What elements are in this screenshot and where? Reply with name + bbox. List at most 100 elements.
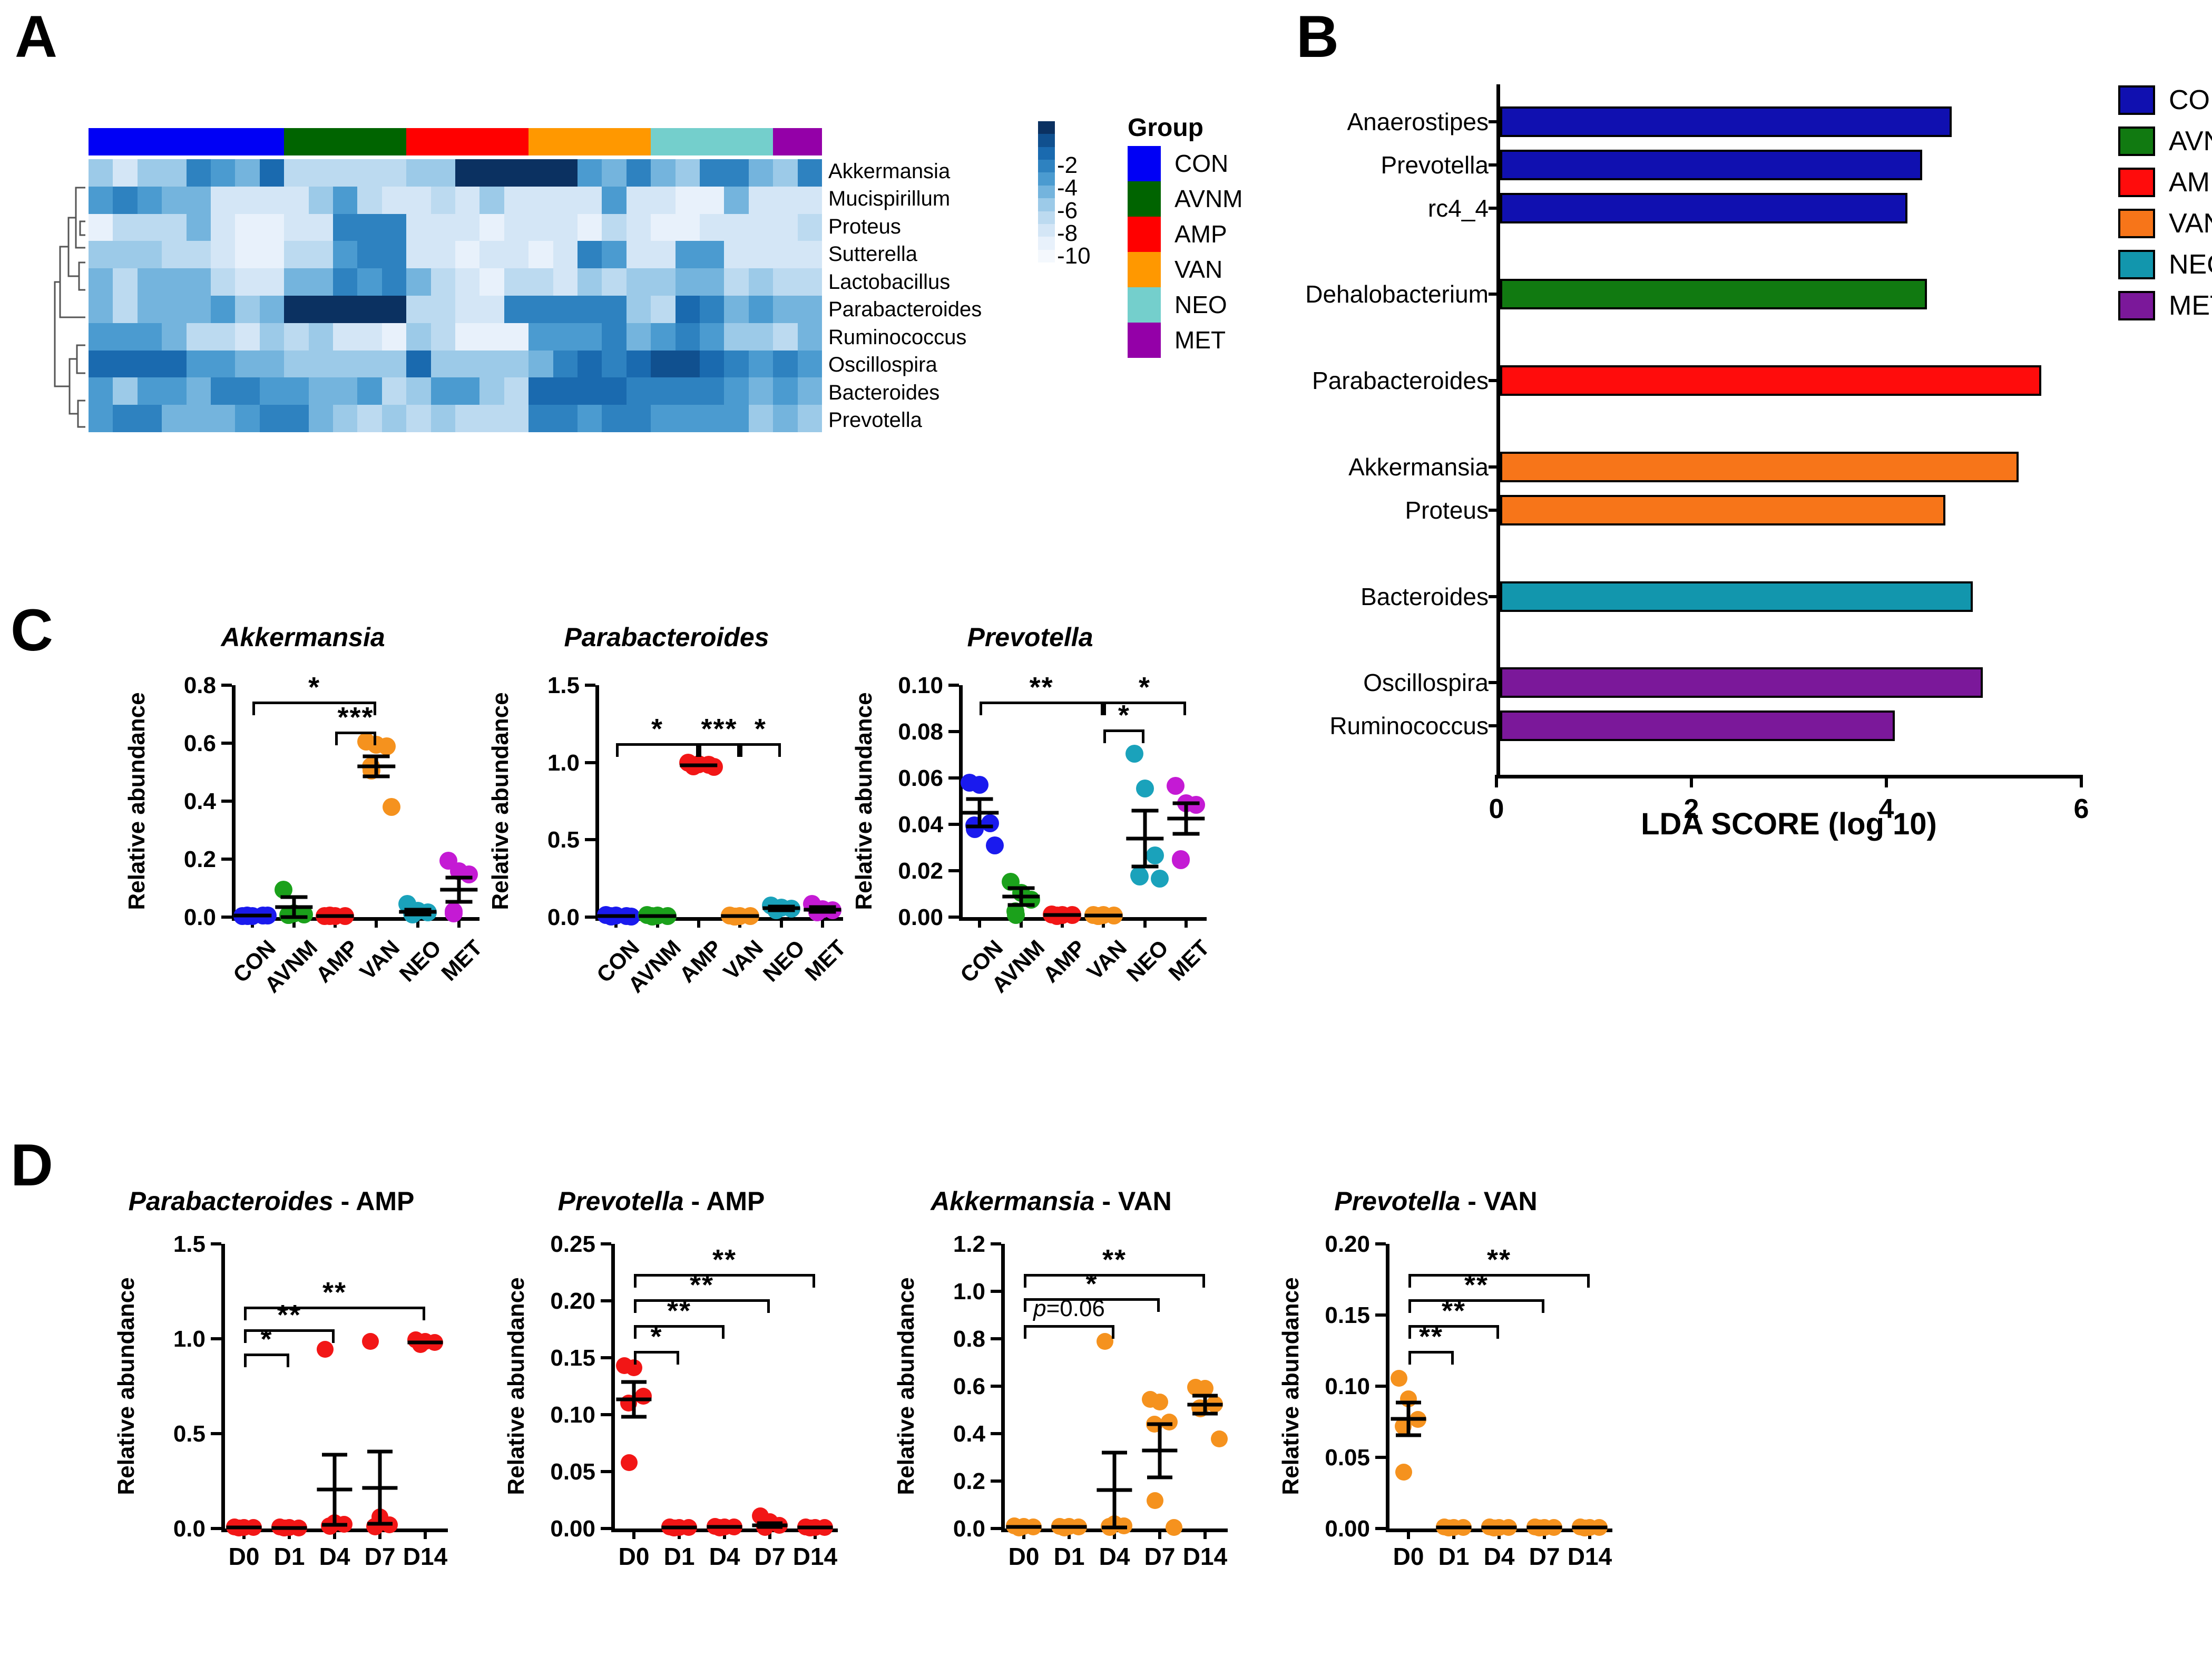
significance-stars: *** (337, 702, 374, 733)
plot-title-Parabacteroides: Parabacteroides - AMP (128, 1186, 415, 1216)
heatmap-cell (528, 186, 553, 214)
y-ticklabel-0.0: 0.0 (183, 904, 216, 930)
mean-line (1043, 913, 1081, 917)
heatmap-cell (528, 213, 553, 241)
bracket-right-tick (722, 1325, 725, 1339)
heatmap-cell (626, 268, 651, 296)
bracket-left-tick (252, 701, 256, 715)
heatmap-cell (137, 323, 162, 351)
mean-line (226, 1525, 262, 1530)
heatmap-cell (137, 186, 162, 214)
y-axis-line (611, 1244, 615, 1529)
group-legend-swatch-AVNM (1128, 181, 1161, 217)
lda-bar-Prevotella[interactable] (1500, 149, 1923, 180)
lda-x-tickmark-0 (1495, 775, 1498, 787)
mean-line (1526, 1525, 1562, 1530)
heatmap-cell (528, 323, 553, 351)
lda-category-label-Parabacteroides: Parabacteroides (1312, 367, 1489, 395)
y-tick-0.6 (221, 742, 232, 745)
heatmap-cell (773, 268, 798, 296)
bracket-left-tick (1103, 701, 1107, 715)
group-legend-swatch-VAN (1128, 252, 1161, 287)
bracket-top-line (252, 701, 377, 704)
lda-category-label-Anaerostipes: Anaerostipes (1347, 108, 1489, 135)
heatmap-cell (455, 323, 480, 351)
colorbar-tick--2: -2 (1057, 152, 1078, 178)
lda-bar-Akkermansia[interactable] (1500, 451, 2019, 482)
heatmap-cell (381, 186, 407, 214)
lda-bar-Ruminococcus[interactable] (1500, 710, 1895, 742)
lda-bar-Parabacteroides[interactable] (1500, 365, 2041, 396)
significance-bracket-1 (1408, 1299, 1544, 1313)
x-ticklabel-D0: D0 (1393, 1543, 1424, 1570)
colorbar-segment-5 (1038, 185, 1055, 199)
lda-cat-tick-Ruminococcus (1489, 724, 1500, 728)
colorbar-segment-4 (1038, 172, 1055, 186)
heatmap-cell (455, 377, 480, 405)
y-axis-line (221, 1244, 225, 1529)
y-axis-line (1001, 1244, 1005, 1529)
heatmap-cell (602, 241, 627, 269)
heatmap-cell (89, 405, 113, 432)
lda-bar-Oscillospira[interactable] (1500, 667, 1983, 698)
heatmap-cell (675, 159, 700, 187)
y-ticklabel-0.0: 0.0 (173, 1516, 205, 1542)
heatmap-cell (797, 186, 822, 214)
y-ticklabel-0.0: 0.0 (953, 1516, 985, 1542)
error-bar-vertical (1203, 1396, 1207, 1414)
heatmap-cell (137, 405, 162, 432)
lda-bar-Dehalobacterium[interactable] (1500, 279, 1927, 310)
lda-bar-Bacteroides[interactable] (1500, 581, 1973, 612)
heatmap-cell (724, 295, 749, 323)
lda-bar-Anaerostipes[interactable] (1500, 106, 1952, 137)
error-cap-bottom (1131, 864, 1158, 869)
y-tick-0.6 (991, 1385, 1001, 1388)
heatmap-cell (308, 268, 333, 296)
error-cap-top (1102, 1450, 1127, 1455)
heatmap-cell (773, 159, 798, 187)
heatmap-cell (162, 186, 187, 214)
significance-bracket-2 (1024, 1325, 1114, 1339)
significance-bracket-1 (1024, 1298, 1160, 1312)
x-ticklabel-D4: D4 (1483, 1543, 1515, 1570)
mean-line (407, 1340, 443, 1345)
heatmap-cell (284, 377, 309, 405)
heatmap-cell (651, 350, 676, 378)
plot-title-Akkermansia: Akkermansia - VAN (931, 1186, 1172, 1216)
data-point (1161, 1413, 1178, 1430)
lda-x-ticklabel-4: 4 (1878, 794, 1894, 824)
significance-bracket-2 (740, 743, 781, 757)
heatmap-cell (89, 377, 113, 405)
mean-line (233, 913, 271, 918)
heatmap-cell (259, 186, 285, 214)
heatmap-cell (626, 213, 651, 241)
heatmap-cell (479, 323, 504, 351)
heatmap-cell (235, 186, 260, 214)
colorbar-segment-10 (1038, 249, 1055, 262)
bracket-top-line (1024, 1273, 1205, 1277)
bracket-top-line (1103, 729, 1145, 732)
heatmap-cell (504, 350, 529, 378)
lda-bar-rc4_4[interactable] (1500, 192, 1908, 223)
heatmap-row-label-6: Ruminococcus (828, 325, 967, 349)
significance-stars: * (1085, 1268, 1098, 1300)
panel-c-letter: C (11, 597, 53, 663)
bracket-left-tick (634, 1325, 637, 1339)
lda-legend-label-VAN: VAN (2169, 208, 2212, 239)
heatmap-cell (235, 268, 260, 296)
heatmap-cell (626, 350, 651, 378)
heatmap-cell (406, 213, 431, 241)
heatmap-cell (455, 268, 480, 296)
lda-bar-Proteus[interactable] (1500, 494, 1946, 525)
error-cap-top (768, 904, 795, 909)
heatmap-cell (700, 268, 725, 296)
heatmap-cell (504, 405, 529, 432)
y-axis-label: Relative abundance (487, 692, 513, 910)
heatmap-cell (235, 295, 260, 323)
lda-legend-swatch-NEO (2118, 250, 2155, 279)
data-point (1125, 744, 1143, 763)
y-ticklabel-0.00: 0.00 (550, 1516, 595, 1542)
data-point (981, 814, 999, 832)
data-point (1136, 779, 1154, 797)
